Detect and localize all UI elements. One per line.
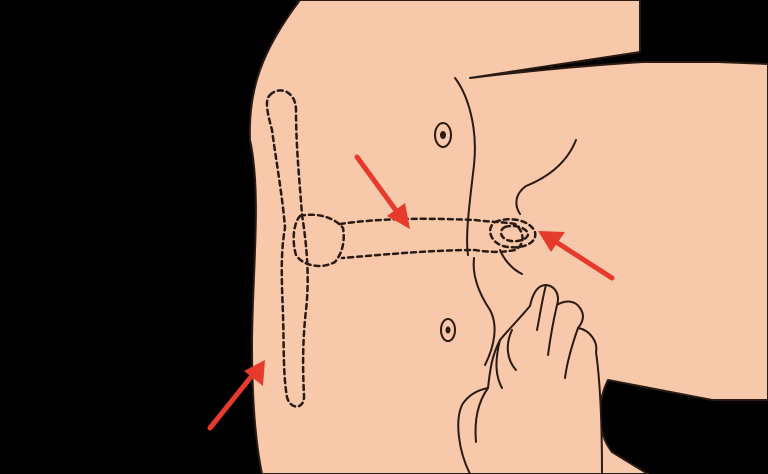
palpating-hand xyxy=(457,284,603,474)
red-arrow-upper xyxy=(354,154,410,229)
red-arrow-right xyxy=(538,231,615,281)
dashed-connector-bulb xyxy=(292,213,345,268)
torso-silhouette xyxy=(248,0,768,474)
dashed-outer-orifice xyxy=(488,218,537,249)
dashed-inner-orifice xyxy=(499,224,530,243)
red-arrow-lower xyxy=(207,360,265,431)
nipple-lower xyxy=(440,318,456,342)
body-crease-upper xyxy=(454,77,476,256)
nipple-upper xyxy=(434,122,452,148)
body-crease-lower xyxy=(472,257,496,366)
dashed-vertical-lobe xyxy=(265,89,309,408)
dashed-horizontal-duct xyxy=(338,217,524,260)
thigh-crease xyxy=(515,139,577,215)
